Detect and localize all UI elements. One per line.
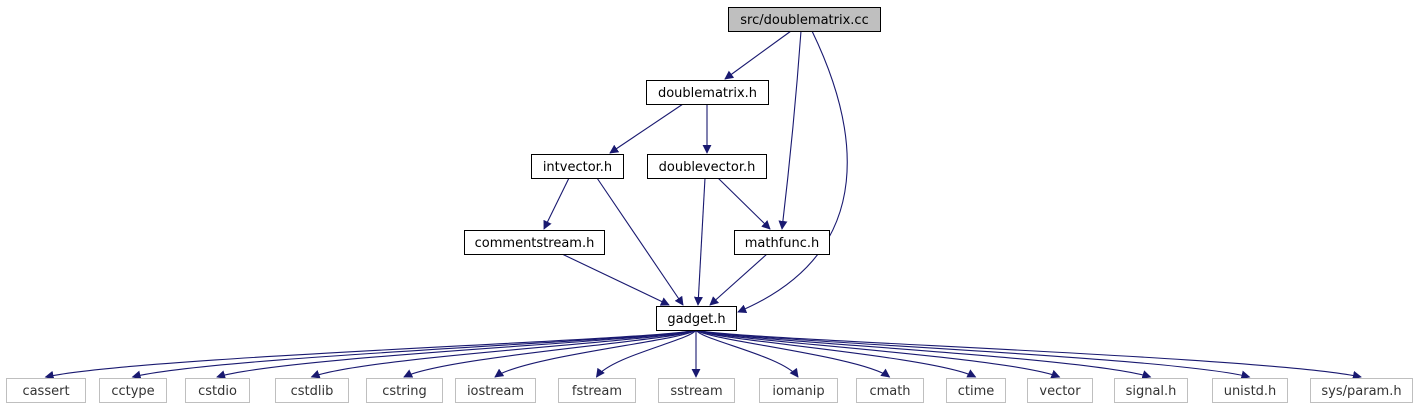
node-box <box>1027 378 1093 403</box>
edge-intvector-h-to-gadget-h <box>596 177 684 306</box>
node-ctime: ctime <box>946 378 1006 403</box>
node-label: mathfunc.h <box>745 236 820 251</box>
node-gadget-h[interactable]: gadget.h <box>656 306 737 331</box>
node-box <box>734 230 830 255</box>
edge-gadget-h-to-cstdio <box>216 329 697 380</box>
edge-intvector-h-to-commentstream-h <box>543 177 570 230</box>
node-label: cmath <box>869 384 910 399</box>
node-box <box>464 230 605 255</box>
node-box <box>275 378 349 403</box>
node-box <box>1310 378 1413 403</box>
node-cmath: cmath <box>856 378 924 403</box>
node-label: sstream <box>670 384 722 399</box>
node-box <box>646 80 769 105</box>
node-box <box>455 378 536 403</box>
node-box <box>647 154 767 179</box>
edge-gadget-h-to-cmath <box>695 329 891 378</box>
node-vector: vector <box>1027 378 1093 403</box>
node-cstdio: cstdio <box>185 378 250 403</box>
node-box <box>558 378 636 403</box>
node-box <box>1114 378 1188 403</box>
node-label: doublevector.h <box>659 160 756 175</box>
node-label: fstream <box>572 384 622 399</box>
node-doublematrix-h[interactable]: doublematrix.h <box>646 80 769 105</box>
node-unistd-h: unistd.h <box>1212 378 1288 403</box>
edge-src-doublematrix-cc-to-gadget-h <box>737 30 848 313</box>
edge-gadget-h-to-iostream <box>494 329 697 378</box>
node-signal-h: signal.h <box>1114 378 1188 403</box>
node-doublevector-h[interactable]: doublevector.h <box>647 154 767 179</box>
node-sys-param-h: sys/param.h <box>1310 378 1413 403</box>
node-box <box>185 378 250 403</box>
node-box <box>531 154 624 179</box>
edge-gadget-h-to-cstdlib <box>310 329 697 379</box>
node-label: signal.h <box>1126 384 1177 399</box>
node-box <box>6 378 86 403</box>
edge-gadget-h-to-vector <box>695 329 1061 379</box>
node-cassert: cassert <box>6 378 86 403</box>
edge-gadget-h-to-iomanip <box>695 329 799 378</box>
edge-gadget-h-to-signal-h <box>695 329 1152 379</box>
node-cstdlib: cstdlib <box>275 378 349 403</box>
node-label: cstring <box>382 384 426 399</box>
node-box <box>99 378 167 403</box>
node-commentstream-h[interactable]: commentstream.h <box>464 230 605 255</box>
node-box <box>658 378 735 403</box>
edge-gadget-h-to-sys-param-h <box>695 329 1362 380</box>
edge-src-doublematrix-cc-to-doublematrix-h <box>724 30 792 80</box>
node-mathfunc-h[interactable]: mathfunc.h <box>734 230 830 255</box>
edges-layer <box>44 30 1362 380</box>
edge-mathfunc-h-to-gadget-h <box>709 253 768 306</box>
edge-src-doublematrix-cc-to-mathfunc-h <box>778 30 802 230</box>
node-sstream: sstream <box>658 378 735 403</box>
node-label: src/doublematrix.cc <box>740 13 868 28</box>
node-label: ctime <box>958 384 995 399</box>
node-box <box>728 7 881 32</box>
node-label: sys/param.h <box>1321 384 1401 399</box>
node-label: iostream <box>467 384 524 399</box>
node-iostream: iostream <box>455 378 536 403</box>
node-iomanip: iomanip <box>759 378 838 403</box>
nodes-layer: src/doublematrix.cc doublematrix.h intvect… <box>6 7 1413 403</box>
node-src-doublematrix-cc[interactable]: src/doublematrix.cc <box>728 7 881 32</box>
node-cstring: cstring <box>366 378 443 403</box>
node-label: cstdio <box>198 384 237 399</box>
node-label: doublematrix.h <box>658 86 757 101</box>
edge-gadget-h-to-ctime <box>695 329 977 378</box>
node-label: gadget.h <box>667 312 725 327</box>
edge-gadget-h-to-fstream <box>595 329 697 378</box>
node-label: commentstream.h <box>475 236 595 251</box>
edge-commentstream-h-to-gadget-h <box>561 253 670 306</box>
node-label: cstdlib <box>291 384 334 399</box>
node-label: cassert <box>22 384 69 399</box>
node-label: unistd.h <box>1224 384 1277 399</box>
edge-gadget-h-to-cstring <box>403 329 697 378</box>
edge-doublevector-h-to-mathfunc-h <box>717 177 771 230</box>
node-label: vector <box>1039 384 1081 399</box>
node-box <box>366 378 443 403</box>
node-fstream: fstream <box>558 378 636 403</box>
node-cctype: cctype <box>99 378 167 403</box>
node-box <box>759 378 838 403</box>
node-box <box>1212 378 1288 403</box>
node-label: intvector.h <box>543 160 612 175</box>
node-label: iomanip <box>772 384 824 399</box>
node-box <box>656 306 737 331</box>
edge-doublematrix-h-to-intvector-h <box>609 103 684 154</box>
node-intvector-h[interactable]: intvector.h <box>531 154 624 179</box>
edge-doublevector-h-to-gadget-h <box>693 177 706 306</box>
node-box <box>946 378 1006 403</box>
node-label: cctype <box>111 384 154 399</box>
node-box <box>856 378 924 403</box>
